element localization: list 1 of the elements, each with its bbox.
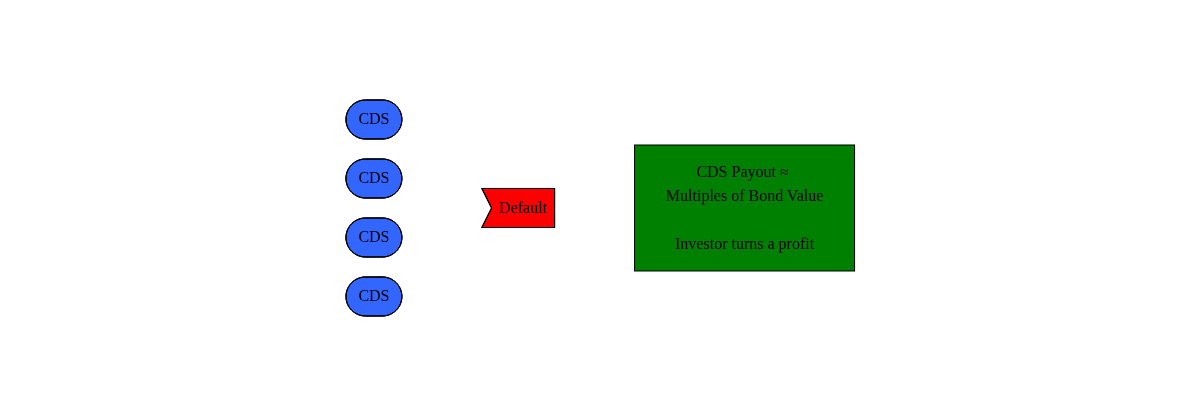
node-box: CDS Payout ≈ Multiples of Bond Value Investor turns a profit — [634, 144, 856, 272]
